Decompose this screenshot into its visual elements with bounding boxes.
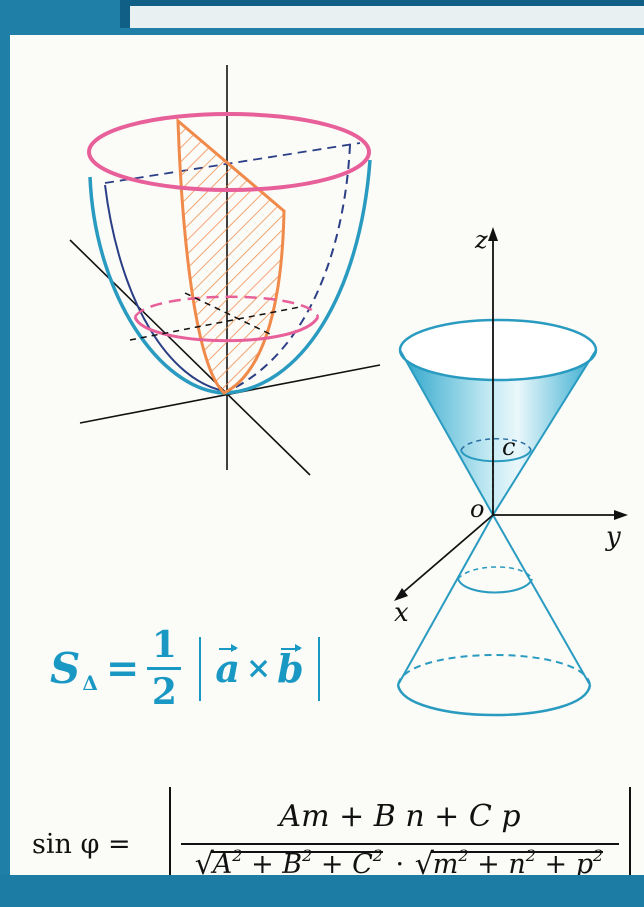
den-n: + n: [477, 849, 526, 875]
vector-a: a: [215, 644, 241, 691]
den-m-exp: 2: [458, 846, 469, 865]
top-strip: [130, 6, 644, 28]
area-equals: =: [105, 645, 140, 692]
den-A-exp: 2: [232, 846, 243, 865]
top-ellipse: [87, 112, 371, 192]
lower-dashed-chord-1: [129, 306, 301, 341]
sine-angle-formula: sin φ = Am + B n + C p A2 + B2 + C2 · m2…: [32, 787, 632, 875]
sine-numerator: Am + B n + C p: [279, 799, 521, 834]
paraboloid-figure: [69, 65, 381, 476]
den-B-exp: 2: [302, 846, 313, 865]
bottom-band: [0, 875, 644, 907]
den-p-exp: 2: [593, 846, 604, 865]
cone-figure: [394, 227, 628, 717]
cross-product-abs: a × b: [199, 636, 320, 701]
paraboloid-hidden-profile: [223, 144, 351, 394]
sqrt-ABC: A2 + B2 + C2: [195, 846, 384, 875]
upper-cone-mid-back: [460, 438, 532, 451]
area-symbol: S: [50, 644, 81, 693]
den-B: + B: [251, 849, 303, 875]
upper-cone-body: [400, 350, 596, 515]
den-A: A: [212, 849, 233, 875]
upper-cone-top: [398, 318, 598, 382]
lower-ellipse-front: [133, 316, 320, 343]
illustration: z c o y x: [69, 65, 628, 717]
upper-cone-right-edge: [492, 349, 597, 516]
area-formula: S Δ = 1 2 a × b: [50, 625, 370, 735]
den-C: + C: [320, 849, 373, 875]
sqrt-mnp: m2 + n2 + p2: [415, 846, 604, 875]
cross-sign: ×: [246, 651, 272, 686]
label-y: y: [605, 522, 621, 552]
label-z: z: [474, 226, 488, 254]
lower-dashed-chord-2: [184, 292, 273, 336]
upper-cone-mid-front: [460, 449, 532, 463]
den-p: + p: [544, 849, 594, 875]
area-formula-row: S Δ = 1 2 a × b: [50, 625, 320, 712]
cone-x-axis: [399, 514, 494, 596]
sine-denominator: A2 + B2 + C2 · m2 + n2 + p2: [171, 846, 629, 875]
label-c: c: [502, 433, 515, 461]
lower-ellipse-back: [133, 295, 320, 318]
label-o: o: [470, 495, 484, 523]
area-subscript: Δ: [82, 670, 98, 695]
lower-cone-base-front: [396, 684, 592, 717]
content-panel: z c o y x S Δ = 1 2 a × b sin φ = Am + B…: [10, 35, 644, 875]
lower-cone-mid-back: [457, 566, 533, 580]
lower-cone-base-back: [397, 654, 591, 686]
den-dot: ·: [395, 849, 405, 875]
lower-cone-right-edge: [492, 514, 591, 686]
x-arrow-icon: [394, 588, 408, 601]
half-fraction: 1 2: [147, 624, 182, 713]
fraction-denominator: 2: [151, 671, 177, 713]
sine-fraction-bar: [181, 843, 619, 845]
paraboloid-dashed-chord-top: [104, 142, 361, 184]
lower-cone-left-edge: [397, 514, 494, 686]
y-arrow-icon: [614, 510, 628, 520]
sine-abs-value: Am + B n + C p A2 + B2 + C2 · m2 + n2 + …: [169, 787, 631, 875]
upper-cone-left-edge: [399, 349, 494, 516]
sine-label: sin φ =: [32, 829, 131, 860]
z-arrow-icon: [488, 227, 498, 241]
den-m: m: [432, 849, 459, 875]
label-x: x: [394, 598, 409, 628]
vector-b: b: [277, 644, 304, 691]
den-n-exp: 2: [525, 846, 536, 865]
fraction-numerator: 1: [151, 624, 177, 666]
lower-cone-mid-front: [457, 578, 533, 594]
hatched-region: [176, 117, 286, 395]
fraction-bar: [147, 667, 182, 670]
den-C-exp: 2: [372, 846, 383, 865]
